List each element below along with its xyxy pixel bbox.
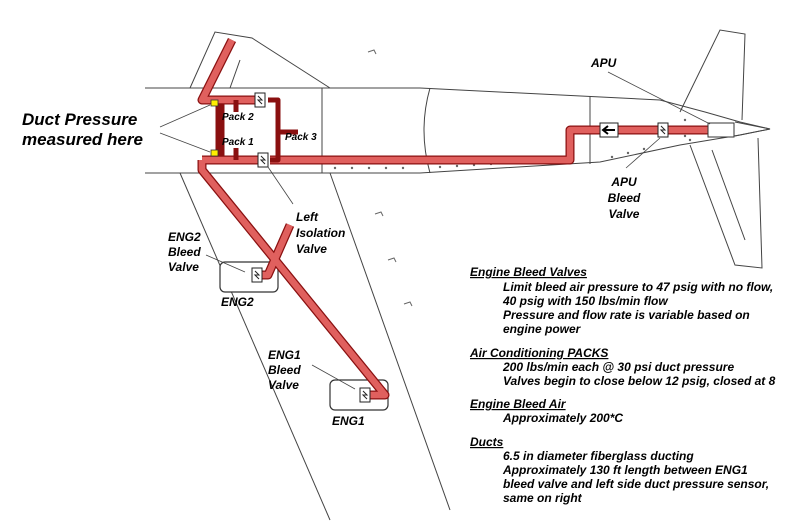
pack2-label: Pack 2 (222, 112, 254, 123)
note-line: 200 lbs/min each @ 30 psi duct pressure (502, 360, 734, 374)
note-line: Valves begin to close below 12 psig, clo… (503, 374, 776, 388)
left-isolation-valve-label: Valve (296, 242, 327, 256)
duct-pressure-label: Duct Pressure (22, 110, 137, 129)
valve-icon (251, 267, 263, 283)
valve-icon (657, 122, 669, 138)
upper-wing-inner (229, 59, 241, 89)
note-line: 40 psig with 150 lbs/min flow (502, 294, 668, 308)
stabilizer-inner (711, 149, 746, 241)
note-heading: Air Conditioning PACKS (469, 346, 608, 360)
pressure-sensor-icon (210, 149, 219, 157)
note-line: bleed valve and left side duct pressure … (503, 477, 769, 491)
eng1-label: ENG1 (332, 414, 365, 428)
note-line: Approximately 200*C (502, 411, 623, 425)
apu-label: APU (590, 56, 617, 70)
note-heading: Ducts (470, 435, 504, 449)
pack1-label: Pack 1 (222, 137, 254, 148)
bleed-ducts (197, 37, 710, 400)
note-line: Pressure and flow rate is variable based… (503, 308, 750, 322)
aircraft-outline (145, 29, 771, 521)
note-line: same on right (503, 491, 583, 505)
eng2-label: ENG2 (221, 295, 254, 309)
apu-unit (707, 122, 735, 138)
callout-lines (159, 71, 711, 390)
duct-pressure-label: measured here (22, 130, 143, 149)
note-heading: Engine Bleed Air (470, 397, 567, 411)
tail-cone (734, 121, 771, 137)
note-line: Limit bleed air pressure to 47 psig with… (503, 280, 773, 294)
flow-arrow-icon (599, 122, 619, 138)
valve-icon (254, 92, 266, 108)
pressure-sensor-icon (210, 99, 219, 107)
eng2-bleed-valve-label: Valve (168, 260, 199, 274)
eng2-bleed-valve-label: ENG2 (168, 230, 201, 244)
pack3-label: Pack 3 (285, 132, 317, 143)
apu-bleed-valve-label: Bleed (608, 191, 641, 205)
notes-panel: Engine Bleed Valves Limit bleed air pres… (469, 265, 776, 505)
eng1-bleed-valve-label: Bleed (268, 363, 301, 377)
valve-icon (359, 387, 371, 403)
note-line: engine power (503, 322, 582, 336)
eng1-bleed-valve-label: ENG1 (268, 348, 301, 362)
horizontal-stabilizer (689, 137, 763, 269)
eng2-bleed-valve-label: Bleed (168, 245, 201, 259)
note-heading: Engine Bleed Valves (470, 265, 587, 279)
wing-marks (367, 49, 413, 307)
upper-wing (189, 31, 331, 89)
lower-wing-leading-edge (179, 172, 331, 521)
eng1-bleed-valve-label: Valve (268, 378, 299, 392)
eng2-nacelle (219, 261, 279, 293)
left-isolation-valve-label: Isolation (296, 226, 345, 240)
note-line: Approximately 130 ft length between ENG1 (502, 463, 748, 477)
valve-icon (257, 152, 269, 168)
lower-wing-trailing-edge (329, 172, 451, 511)
apu-bleed-valve-label: Valve (609, 207, 640, 221)
apu-bleed-valve-label: APU (610, 175, 637, 189)
note-line: 6.5 in diameter fiberglass ducting (503, 449, 694, 463)
vertical-tail (679, 29, 746, 121)
valves (251, 92, 669, 403)
left-isolation-valve-label: Left (296, 210, 319, 224)
